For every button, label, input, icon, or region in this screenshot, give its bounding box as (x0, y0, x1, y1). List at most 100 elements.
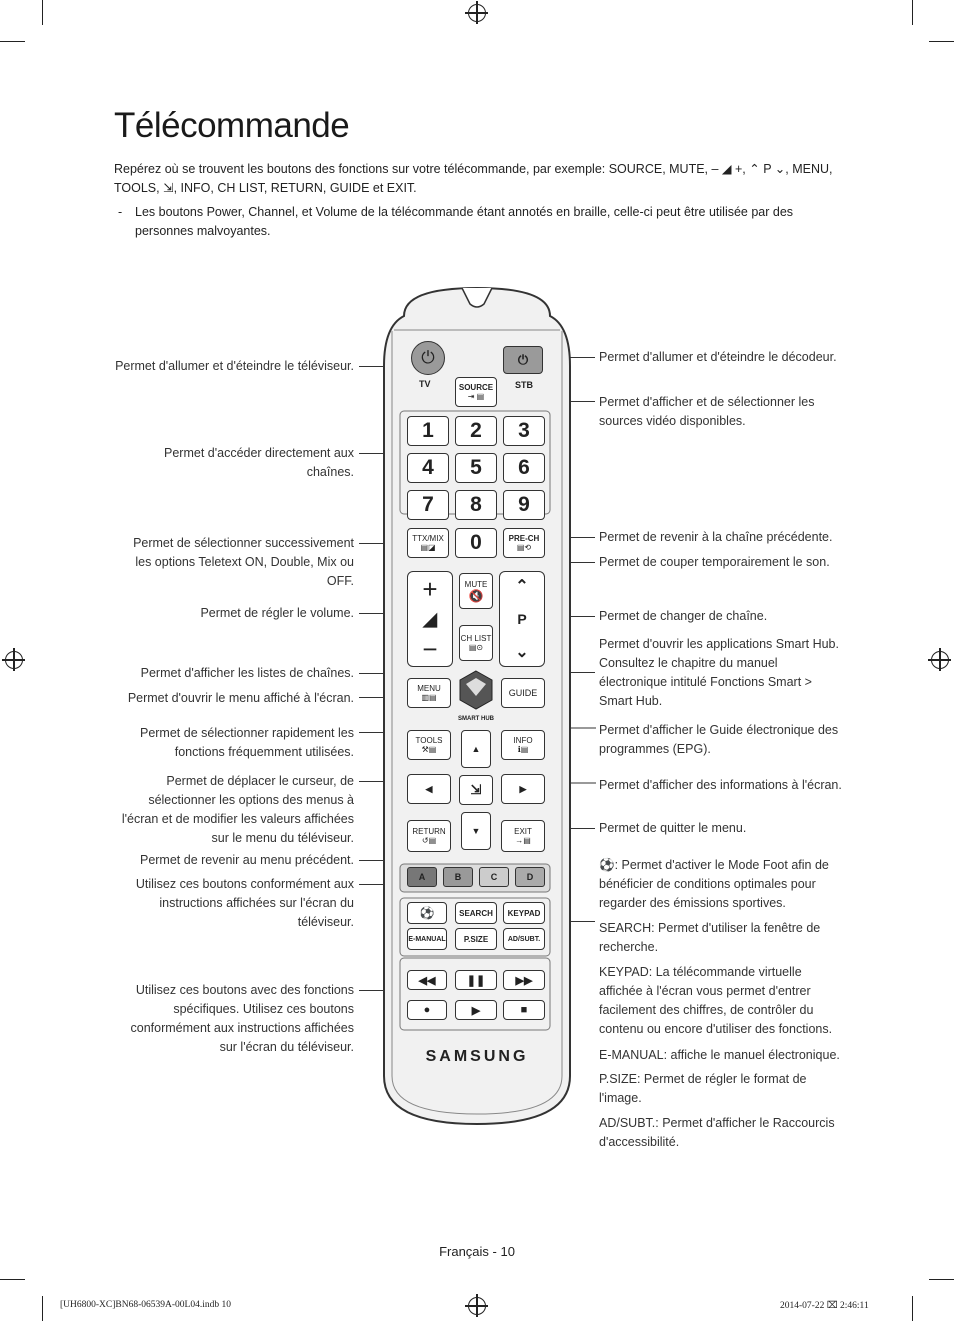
note-dash: - (118, 205, 123, 219)
color-key-c[interactable]: C (479, 867, 509, 887)
tv-label: TV (419, 379, 431, 389)
smart-hub-button[interactable] (459, 670, 493, 710)
keypad-button[interactable]: KEYPAD (503, 902, 545, 924)
intro-paragraph: Repérez où se trouvent les boutons des f… (114, 162, 833, 195)
dpad-left-button[interactable]: ◀ (407, 774, 451, 804)
number-key-7[interactable]: 7 (407, 490, 449, 520)
play-button[interactable]: ▶ (455, 1000, 497, 1020)
menu-key-label: MENU (417, 684, 441, 693)
number-key-9[interactable]: 9 (503, 490, 545, 520)
number-key-2[interactable]: 2 (455, 416, 497, 446)
brand-logo: SAMSUNG (425, 1048, 529, 1065)
number-key-0[interactable]: 0 (455, 528, 497, 558)
ttx-mix-button[interactable]: TTX/MIX ▤◪ (407, 528, 449, 558)
number-key-8[interactable]: 8 (455, 490, 497, 520)
crop-mark (912, 0, 913, 25)
leader-line (359, 990, 405, 991)
label-number-keys: Permet d'accéder directement aux chaînes… (164, 446, 354, 479)
e-manual-button[interactable]: E-MANUAL (407, 928, 447, 950)
stop-icon: ■ (520, 1004, 528, 1016)
label-color-keys: Utilisez ces boutons conformément aux in… (135, 877, 354, 929)
leader-line (359, 543, 406, 544)
label-ch-list: Permet d'afficher les listes de chaînes. (140, 666, 354, 680)
label-tv-power: Permet d'allumer et d'éteindre le télévi… (115, 359, 354, 373)
football-button[interactable]: ⚽ (407, 902, 447, 924)
tools-key-label: TOOLS (415, 736, 443, 745)
label-tools: Permet de sélectionner rapidement les fo… (139, 726, 354, 759)
rewind-icon: ◀◀ (418, 974, 436, 987)
label-football-mode: ⚽: Permet d'activer le Mode Foot afin de… (599, 858, 829, 910)
label-source: Permet d'afficher et de sélectionner les… (599, 395, 815, 428)
channel-rocker[interactable]: ⌃ P ⌄ (499, 571, 545, 667)
page-number: Français - 10 (439, 1244, 515, 1259)
number-key-5[interactable]: 5 (455, 453, 497, 483)
label-p-size: P.SIZE: Permet de régler le format de l'… (599, 1072, 807, 1105)
exit-key-label: EXIT (514, 827, 532, 836)
return-button[interactable]: RETURN ↺▤ (407, 820, 451, 852)
search-button[interactable]: SEARCH (455, 902, 497, 924)
print-info-left: [UH6800-XC]BN68-06539A-00L04.indb 10 (60, 1300, 231, 1310)
p-size-button[interactable]: P.SIZE (455, 928, 497, 950)
label-navigation: Permet de déplacer le curseur, de sélect… (121, 774, 354, 845)
label-exit: Permet de quitter le menu. (599, 821, 747, 835)
arrow-up-icon: ▲ (471, 744, 481, 754)
volume-down-icon: − (422, 634, 438, 664)
stop-button[interactable]: ■ (503, 1000, 545, 1020)
record-button[interactable]: ● (407, 1000, 447, 1020)
number-key-6[interactable]: 6 (503, 453, 545, 483)
rewind-button[interactable]: ◀◀ (407, 970, 447, 990)
enter-icon: ⇲ (470, 782, 482, 797)
emanual-key-label: E-MANUAL (408, 935, 446, 943)
registration-mark-icon (465, 1294, 488, 1317)
search-key-label: SEARCH (459, 908, 493, 918)
registration-mark-icon (928, 648, 951, 671)
ad-subt-button[interactable]: AD/SUBT. (503, 928, 545, 950)
fast-forward-button[interactable]: ▶▶ (503, 970, 545, 990)
number-key-3[interactable]: 3 (503, 416, 545, 446)
label-ad-subt: AD/SUBT.: Permet d'afficher le Raccourci… (599, 1116, 835, 1149)
channel-up-icon: ⌃ (515, 578, 529, 595)
arrow-right-icon: ▶ (519, 783, 527, 794)
crop-mark (912, 1296, 913, 1321)
stb-power-button[interactable]: ⏻ (503, 346, 543, 374)
leader-line (359, 884, 405, 885)
dpad-up-button[interactable]: ▲ (461, 730, 491, 768)
number-key-1[interactable]: 1 (407, 416, 449, 446)
label-menu: Permet d'ouvrir le menu affiché à l'écra… (127, 691, 354, 705)
ch-list-icon: ▤⊙ (468, 643, 484, 652)
ch-list-button[interactable]: CH LIST ▤⊙ (459, 625, 493, 661)
tools-button[interactable]: TOOLS ⚒▤ (407, 730, 451, 760)
adsubt-key-label: AD/SUBT. (507, 935, 541, 943)
dpad-down-button[interactable]: ▼ (461, 812, 491, 850)
dpad-enter-button[interactable]: ⇲ (459, 775, 493, 805)
label-e-manual: E-MANUAL: affiche le manuel électronique… (599, 1048, 840, 1062)
label-channel: Permet de changer de chaîne. (599, 609, 768, 623)
color-key-d[interactable]: D (515, 867, 545, 887)
menu-button[interactable]: MENU ▥▤ (407, 678, 451, 708)
color-key-a[interactable]: A (407, 867, 437, 887)
number-key-4[interactable]: 4 (407, 453, 449, 483)
crop-mark (42, 1296, 43, 1321)
guide-button[interactable]: GUIDE (501, 678, 545, 708)
label-smart-hub: Permet d'ouvrir les applications Smart H… (599, 637, 839, 708)
mute-button[interactable]: MUTE 🔇 (459, 573, 493, 609)
label-search: SEARCH: Permet d'utiliser la fenêtre de … (599, 921, 821, 954)
prech-icon: ▤⟲ (516, 543, 532, 552)
pause-button[interactable]: ❚❚ (455, 970, 497, 990)
volume-rocker[interactable]: + ◢ − (407, 571, 453, 667)
page-title: Télécommande (114, 106, 350, 145)
exit-button[interactable]: EXIT →▤ (501, 820, 545, 852)
tv-power-button[interactable]: ⏻ (411, 341, 445, 375)
keypad-key-label: KEYPAD (507, 908, 541, 918)
info-button[interactable]: INFO ℹ▤ (501, 730, 545, 760)
psize-key-label: P.SIZE (463, 934, 489, 944)
stb-label: STB (515, 380, 533, 390)
dpad-right-button[interactable]: ▶ (501, 774, 545, 804)
source-button[interactable]: SOURCE ⇥ ▤ (455, 377, 497, 407)
pre-ch-button[interactable]: PRE-CH ▤⟲ (503, 528, 545, 558)
registration-mark-icon (2, 648, 25, 671)
crop-mark (42, 0, 43, 25)
color-key-b[interactable]: B (443, 867, 473, 887)
power-icon: ⏻ (421, 348, 435, 367)
fast-forward-icon: ▶▶ (515, 974, 533, 987)
